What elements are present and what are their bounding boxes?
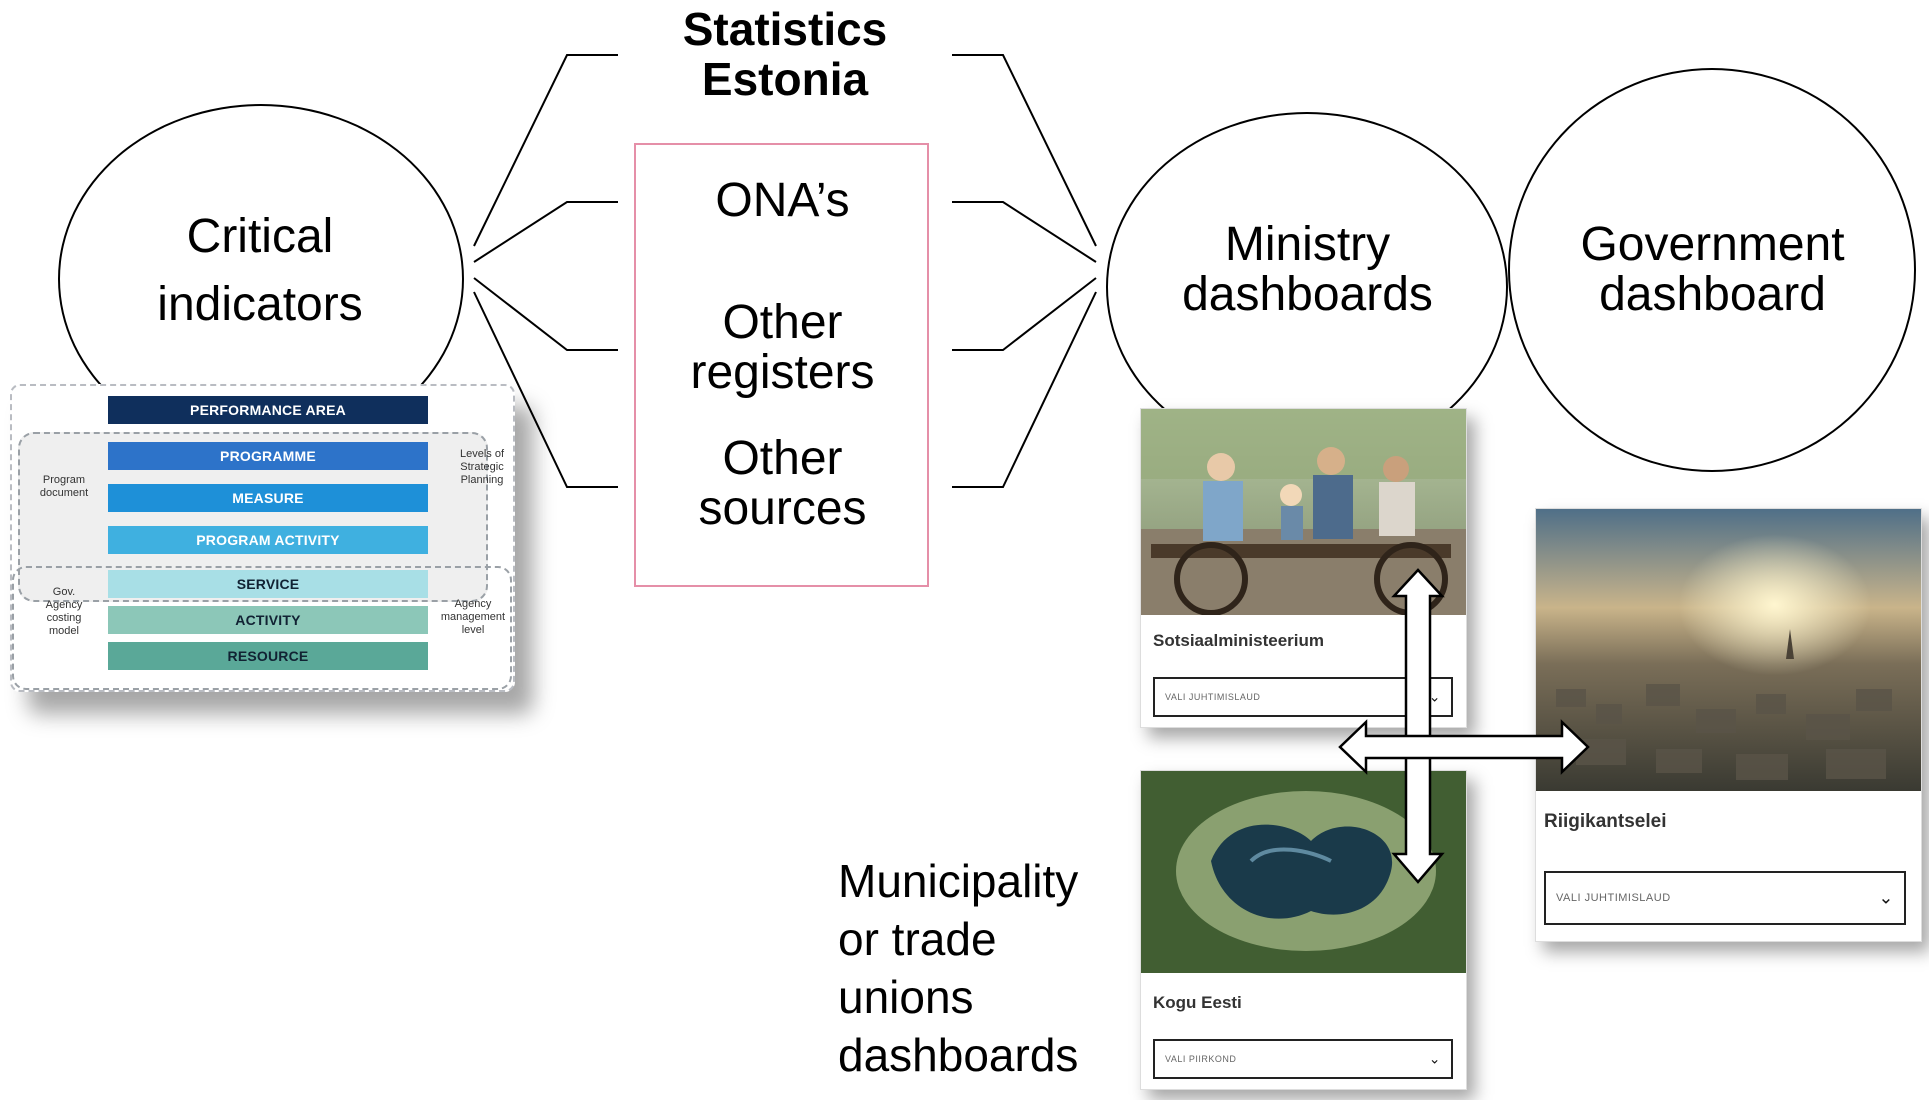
pyramid-bar-performance-area: PERFORMANCE AREA bbox=[108, 396, 428, 424]
ministry-dashboard-card[interactable]: Sotsiaalministeerium VALI JUHTIMISLAUD ⌄ bbox=[1140, 408, 1467, 728]
ministry-dashboard-select-value: VALI JUHTIMISLAUD bbox=[1165, 692, 1261, 702]
chevron-down-icon: ⌄ bbox=[1428, 688, 1441, 705]
pyramid-bar-activity: ACTIVITY bbox=[108, 606, 428, 634]
government-dashboard-card[interactable]: Riigikantselei VALI JUHTIMISLAUD ⌄ bbox=[1535, 508, 1922, 942]
ministry-dashboards-label: Ministry dashboards bbox=[1182, 218, 1433, 321]
tallinn-aerial-photo bbox=[1536, 509, 1921, 791]
government-dashboard-select[interactable]: VALI JUHTIMISLAUD ⌄ bbox=[1544, 871, 1906, 925]
pyramid-bar-measure: MEASURE bbox=[108, 484, 428, 512]
ministry-dashboard-select[interactable]: VALI JUHTIMISLAUD ⌄ bbox=[1153, 677, 1453, 717]
government-dashboard-title: Riigikantselei bbox=[1544, 811, 1667, 832]
municipality-dashboards-label: Municipality or trade unions dashboards bbox=[838, 855, 1079, 1081]
side-label-agency-management: Agency management level bbox=[440, 598, 506, 636]
ministry-dashboard-title: Sotsiaalministeerium bbox=[1153, 631, 1325, 650]
ministry-dashboards-circle bbox=[1106, 112, 1508, 462]
government-dashboard-circle bbox=[1508, 68, 1916, 472]
chevron-down-icon: ⌄ bbox=[1428, 1050, 1441, 1067]
agency-costing-group bbox=[12, 566, 512, 690]
pyramid-bar-program-activity: PROGRAM ACTIVITY bbox=[108, 526, 428, 554]
performance-pyramid-card: PERFORMANCE AREA PROGRAMME MEASURE PROGR… bbox=[10, 384, 515, 692]
sources-box bbox=[634, 143, 929, 587]
government-dashboard-select-value: VALI JUHTIMISLAUD bbox=[1556, 892, 1671, 904]
critical-indicators-label-line2: indicators bbox=[157, 278, 363, 331]
municipality-dashboard-select-value: VALI PIIRKOND bbox=[1165, 1054, 1237, 1064]
double-arrow-horizontal-icon bbox=[1338, 719, 1590, 775]
pyramid-bar-service: SERVICE bbox=[108, 570, 428, 598]
chevron-down-icon: ⌄ bbox=[1878, 887, 1894, 908]
statistics-estonia-label: Statistics Estonia bbox=[682, 3, 888, 105]
onas-label: ONA’s bbox=[715, 174, 850, 227]
municipality-dashboard-select[interactable]: VALI PIIRKOND ⌄ bbox=[1153, 1039, 1453, 1079]
side-label-strategic-planning: Levels of Strategic Planning bbox=[459, 448, 505, 486]
critical-indicators-label-line1: Critical bbox=[186, 210, 334, 263]
side-label-gov-agency-costing: Gov. Agency costing model bbox=[45, 586, 83, 637]
municipality-dashboard-title: Kogu Eesti bbox=[1153, 993, 1242, 1012]
double-arrow-vertical-icon bbox=[1391, 568, 1445, 884]
side-label-program-document: Program document bbox=[39, 474, 89, 499]
pyramid-bar-resource: RESOURCE bbox=[108, 642, 428, 670]
pyramid-bar-programme: PROGRAMME bbox=[108, 442, 428, 470]
other-sources-label: Other sources bbox=[698, 432, 867, 535]
other-registers-label: Other registers bbox=[690, 296, 875, 399]
government-dashboard-label: Government dashboard bbox=[1580, 218, 1845, 321]
